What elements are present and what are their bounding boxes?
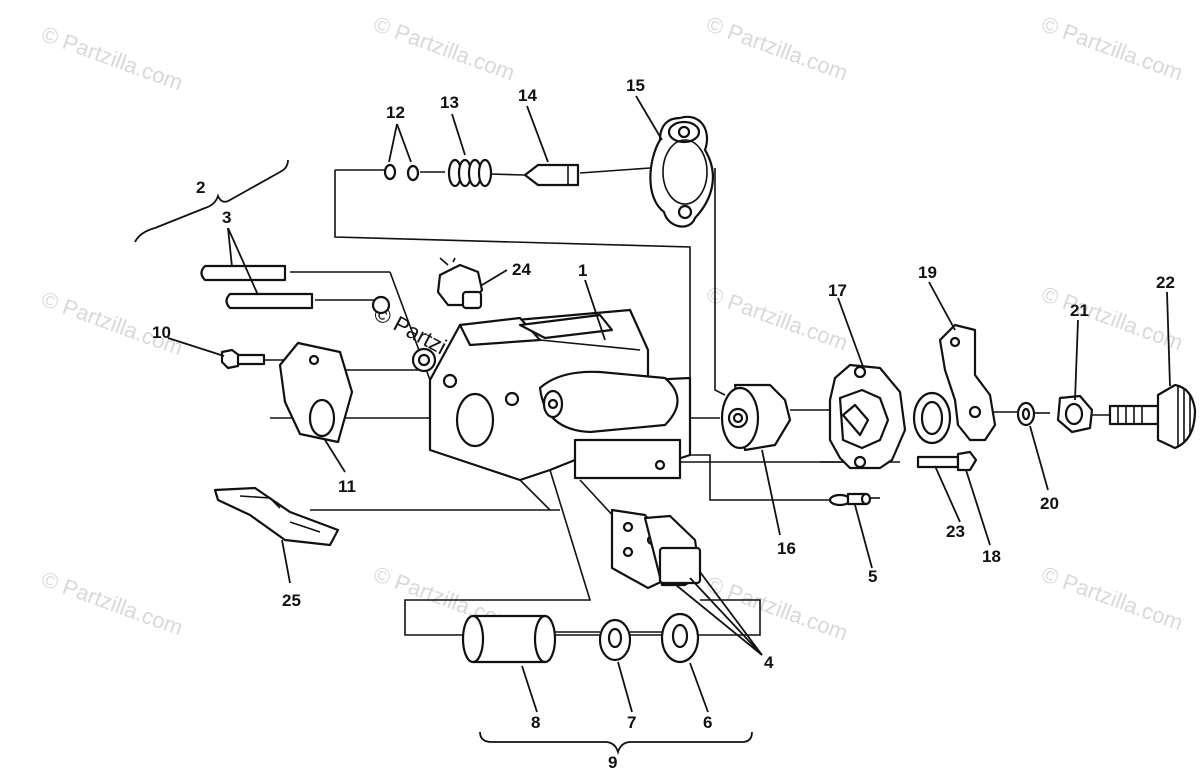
label-part-3: 3 [222, 208, 231, 227]
pin-14 [523, 163, 580, 187]
caliper-body-1 [411, 308, 692, 511]
bolt-10 [220, 348, 266, 370]
bolt-18 [916, 450, 978, 472]
watermark: © Partzilla.com [38, 566, 186, 640]
label-part-11: 11 [338, 477, 356, 496]
watermark: © Partzilla.com [1038, 11, 1186, 85]
watermark: © Partzilla.com [1038, 561, 1186, 635]
label-part-23: 23 [946, 522, 965, 541]
label-part-16: 16 [777, 539, 796, 558]
label-part-24: 24 [512, 260, 531, 279]
spring-13 [447, 158, 493, 188]
bracket-19 [938, 323, 997, 442]
label-part-22: 22 [1156, 273, 1175, 292]
label-part-6: 6 [703, 713, 712, 732]
label-part-9: 9 [608, 753, 617, 772]
cylinder-8 [461, 614, 557, 664]
o-rings-12 [383, 163, 420, 182]
watermark: © Partzilla.com [38, 21, 186, 95]
label-part-21: 21 [1070, 301, 1089, 320]
pads-4 [610, 508, 702, 590]
part-labels: 12 13 14 15 2 3 24 1 10 11 25 17 19 21 2… [152, 76, 1175, 772]
watermark: © Partzilla.com [703, 11, 851, 85]
label-part-10: 10 [152, 323, 171, 342]
label-part-18: 18 [982, 547, 1001, 566]
piston-16 [720, 383, 792, 452]
clip-25 [213, 486, 340, 547]
label-part-5: 5 [868, 567, 877, 586]
fitting-24 [436, 257, 484, 310]
label-part-8: 8 [531, 713, 540, 732]
plate-11 [278, 341, 354, 444]
housing-17 [828, 363, 907, 470]
nut-21 [1056, 394, 1094, 434]
label-part-13: 13 [440, 93, 459, 112]
label-part-15: 15 [626, 76, 645, 95]
gasket-15 [649, 115, 714, 228]
group-brackets [134, 159, 753, 756]
knob-22 [1108, 383, 1197, 450]
washer-23 [912, 391, 952, 445]
bleeder-5 [828, 492, 872, 507]
label-part-14: 14 [518, 86, 537, 105]
ring-7 [598, 618, 632, 662]
label-part-17: 17 [828, 281, 847, 300]
washer-20 [1016, 401, 1036, 427]
label-part-2: 2 [196, 178, 205, 197]
watermark: © Partzilla.com [1038, 281, 1186, 355]
label-part-20: 20 [1040, 494, 1059, 513]
label-part-19: 19 [918, 263, 937, 282]
watermark: © Partzilla.com [370, 11, 518, 85]
rods-3 [200, 264, 391, 315]
seal-6 [660, 612, 700, 664]
leader-lines [167, 95, 1171, 713]
label-part-1: 1 [578, 261, 587, 280]
label-part-12: 12 [386, 103, 405, 122]
label-part-4: 4 [764, 653, 774, 672]
label-part-25: 25 [282, 591, 301, 610]
label-part-7: 7 [627, 713, 636, 732]
